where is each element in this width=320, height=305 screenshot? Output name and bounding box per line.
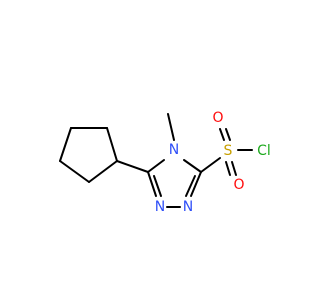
bond-c5-n1	[147, 171, 157, 197]
atom-o-bottom: O	[233, 177, 244, 193]
bond-n4-c3	[183, 159, 202, 173]
bond-n2-c3-inner	[185, 175, 196, 197]
bond-cp-1	[88, 160, 118, 183]
bonds	[59, 113, 253, 208]
bond-cp-2	[59, 160, 90, 183]
atom-s: S	[224, 143, 233, 159]
bond-s-o-bottom-a	[225, 161, 231, 176]
atom-o-top: O	[212, 110, 223, 126]
bond-c3-s	[200, 157, 221, 173]
bond-s-o-top-b	[225, 128, 231, 141]
molecule-drawing: N N N S O O Cl	[59, 110, 271, 215]
bond-c5-n1-inner	[153, 175, 162, 197]
atom-cl: Cl	[257, 143, 271, 159]
bond-n4-methyl	[167, 113, 175, 141]
bond-cp-c5	[116, 160, 149, 173]
bond-s-o-bottom-b	[231, 161, 237, 176]
bond-cp-5	[106, 127, 118, 162]
bond-s-o-top-a	[219, 128, 225, 141]
bond-n2-c3	[190, 171, 202, 197]
atom-n1: N	[155, 199, 165, 215]
structure-canvas: N N N S O O Cl	[59, 110, 271, 215]
atom-n4: N	[169, 142, 179, 158]
bond-cp-3	[59, 127, 72, 162]
atom-labels: N N N S O O Cl	[155, 110, 271, 215]
atom-n2: N	[183, 199, 193, 215]
bond-c5-n4	[147, 159, 165, 173]
